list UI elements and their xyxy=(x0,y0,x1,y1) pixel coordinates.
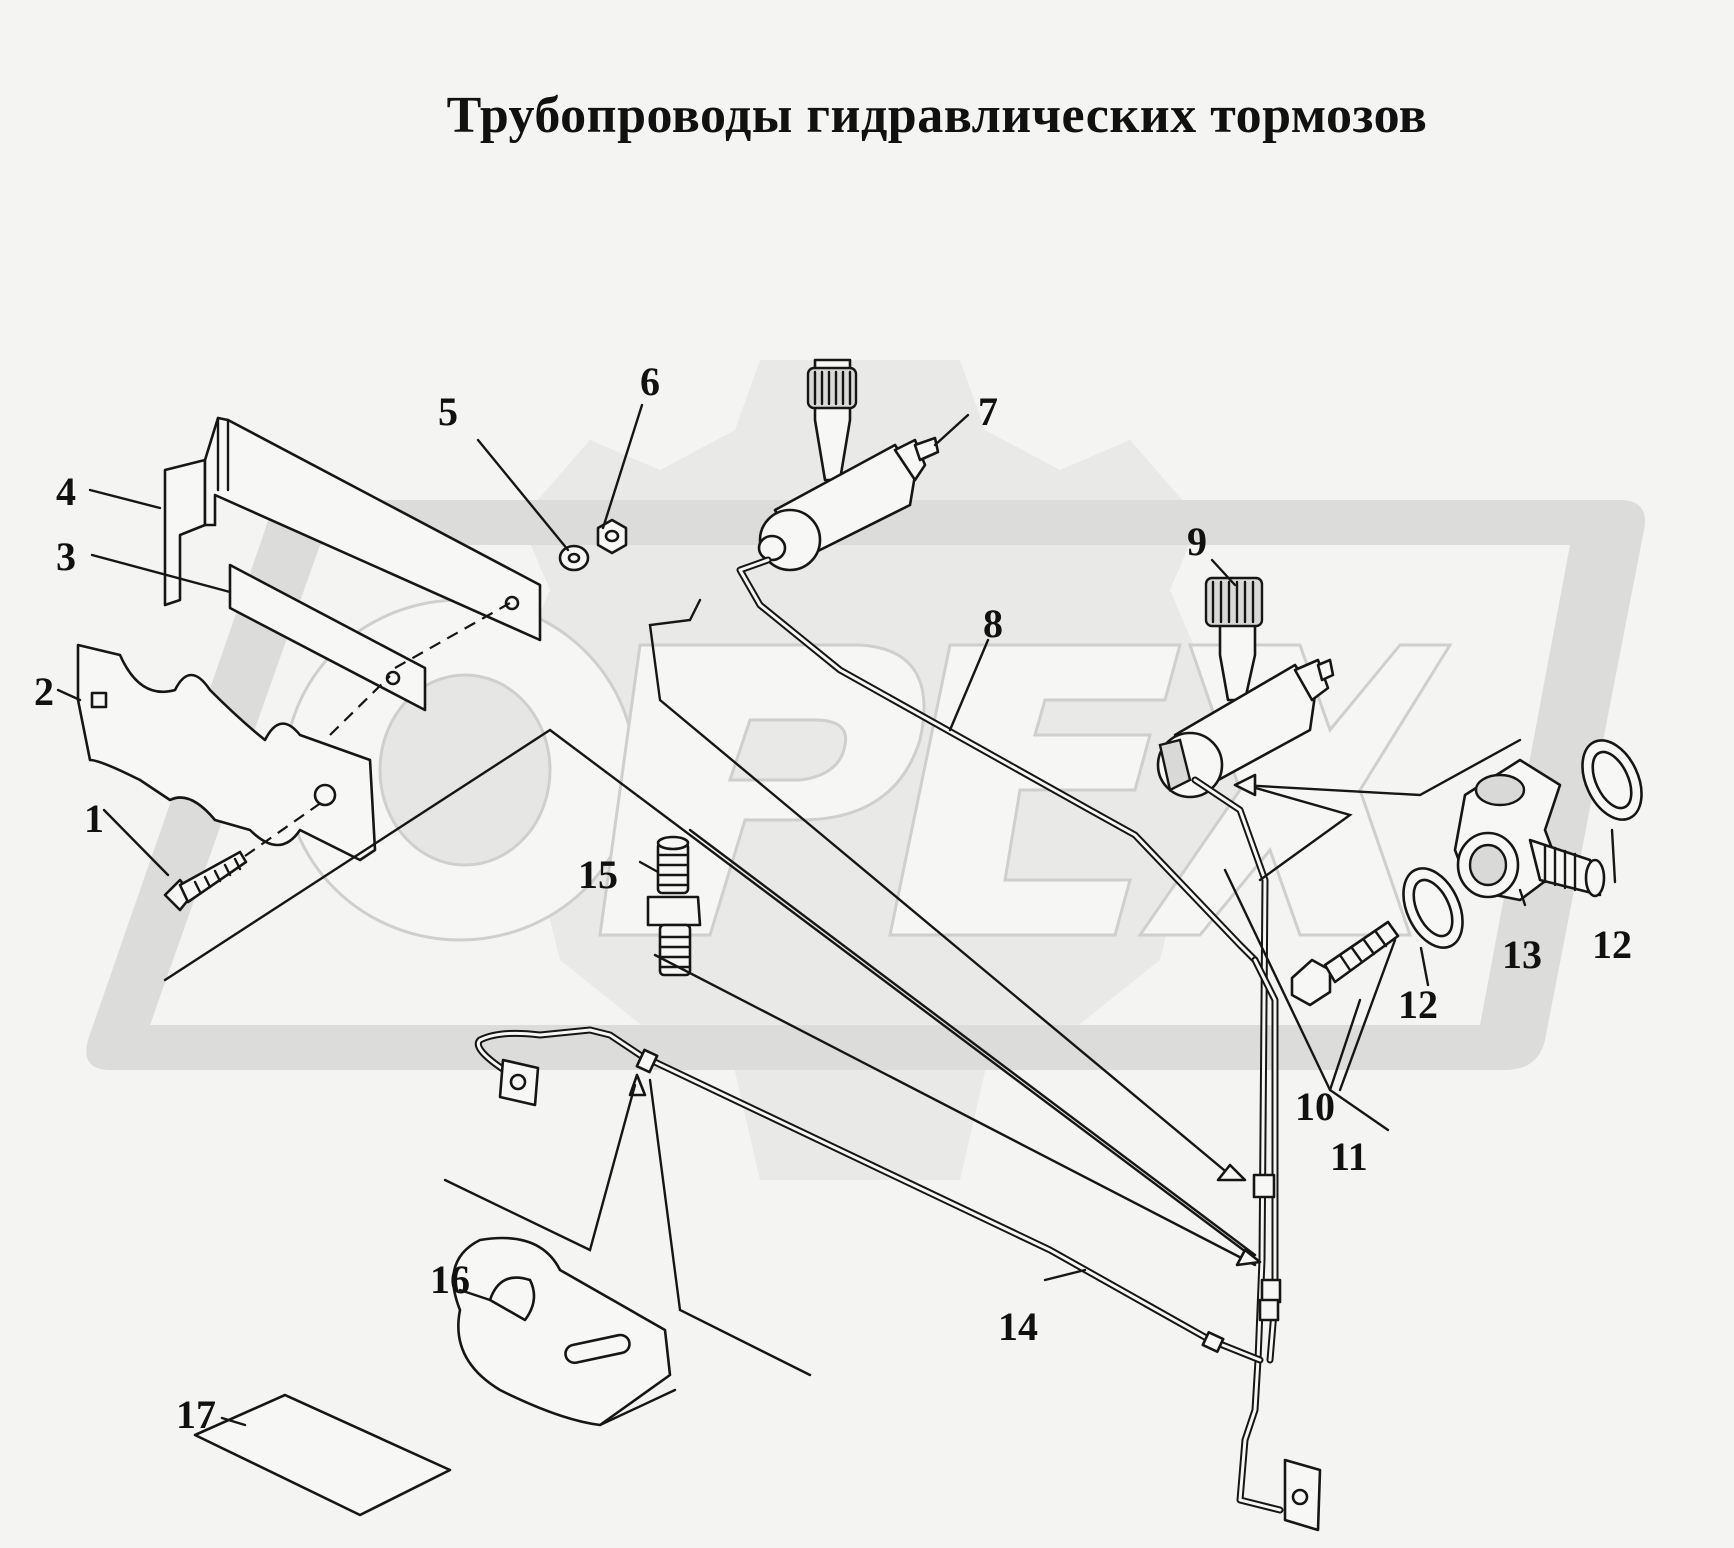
callout-8: 8 xyxy=(983,601,1003,646)
leader-lines xyxy=(56,403,1617,1427)
part-17-plate xyxy=(193,1393,452,1517)
part-15-union-fitting xyxy=(646,835,702,977)
callout-6: 6 xyxy=(640,359,660,404)
part-16-p-clip xyxy=(452,1236,677,1427)
part-4-bracket xyxy=(163,416,542,642)
watermark xyxy=(86,360,1645,1180)
callout-labels: 1 2 3 4 5 6 7 8 9 10 11 12 12 13 14 15 1… xyxy=(34,359,1632,1437)
callout-12-right: 12 xyxy=(1592,922,1632,967)
watermark-frame xyxy=(86,500,1645,1070)
part-8-brake-line xyxy=(736,556,1259,964)
callout-11: 11 xyxy=(1330,1134,1368,1179)
callout-17: 17 xyxy=(176,1392,216,1437)
assembly-axis-left xyxy=(244,602,511,857)
part-14-brake-line xyxy=(475,1026,1264,1364)
diagram-title: Трубопроводы гидравлических тормозов xyxy=(446,87,1428,144)
callout-2: 2 xyxy=(34,669,54,714)
part-10-11-brake-line xyxy=(1191,776,1322,1532)
part-13-tee-fitting xyxy=(1453,758,1606,902)
callout-1: 1 xyxy=(84,796,104,841)
part-12-washer-right xyxy=(1581,739,1643,821)
callout-3: 3 xyxy=(56,534,76,579)
part-5-lock-washer xyxy=(558,544,590,572)
watermark-letters xyxy=(283,598,1453,942)
part-9-slave-cylinder xyxy=(1156,576,1335,799)
part-6-nut xyxy=(596,518,628,555)
callout-9: 9 xyxy=(1187,519,1207,564)
callout-7: 7 xyxy=(978,389,998,434)
callout-5: 5 xyxy=(438,389,458,434)
part-1-bolt xyxy=(163,850,248,912)
part-12-washer-left xyxy=(1402,867,1464,949)
callout-14: 14 xyxy=(998,1304,1038,1349)
callout-12-left: 12 xyxy=(1398,982,1438,1027)
callout-4: 4 xyxy=(56,469,76,514)
callout-15: 15 xyxy=(578,852,618,897)
part-10-bolt xyxy=(1290,920,1400,1007)
part-2-clamp-plate xyxy=(76,643,377,862)
part-7-master-cylinder xyxy=(757,358,940,572)
callout-16: 16 xyxy=(430,1257,470,1302)
callout-13: 13 xyxy=(1502,932,1542,977)
callout-10: 10 xyxy=(1295,1084,1335,1129)
